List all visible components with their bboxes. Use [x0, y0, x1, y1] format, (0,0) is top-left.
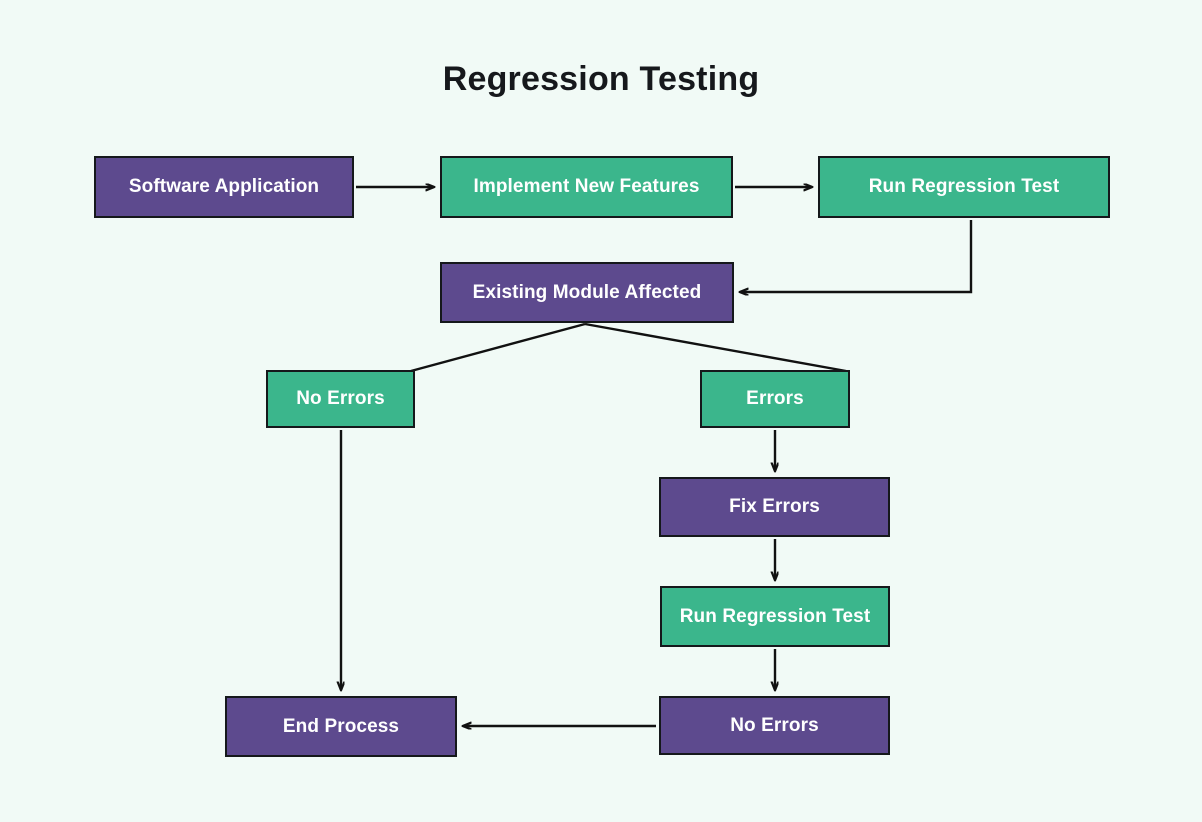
node-implement-new-features[interactable]: Implement New Features	[440, 156, 733, 218]
edge-run1-to-existing-module	[740, 220, 973, 292]
node-label: Run Regression Test	[679, 605, 871, 627]
node-label: Existing Module Affected	[472, 281, 702, 303]
node-label: No Errors	[296, 388, 385, 409]
node-label: No Errors	[730, 714, 819, 736]
node-no-errors-final[interactable]: No Errors	[659, 696, 890, 755]
node-label: Run Regression Test	[868, 176, 1060, 197]
node-label: End Process	[282, 715, 400, 737]
node-run-regression-test-1[interactable]: Run Regression Test	[818, 156, 1110, 218]
node-no-errors-branch[interactable]: No Errors	[266, 370, 415, 428]
node-end-process[interactable]: End Process	[225, 696, 457, 757]
node-label: Implement New Features	[473, 176, 700, 197]
node-fix-errors[interactable]: Fix Errors	[659, 477, 890, 537]
node-software-application[interactable]: Software Application	[94, 156, 354, 218]
node-label: Fix Errors	[729, 496, 820, 517]
node-existing-module-affected[interactable]: Existing Module Affected	[440, 262, 734, 323]
edge-existing-to-no-errors	[410, 322, 586, 373]
node-errors-branch[interactable]: Errors	[700, 370, 850, 428]
edge-existing-to-errors	[584, 322, 847, 373]
node-run-regression-test-2[interactable]: Run Regression Test	[660, 586, 890, 647]
node-label: Errors	[746, 388, 804, 409]
node-label: Software Application	[128, 176, 320, 197]
page-title: Regression Testing	[442, 60, 760, 98]
